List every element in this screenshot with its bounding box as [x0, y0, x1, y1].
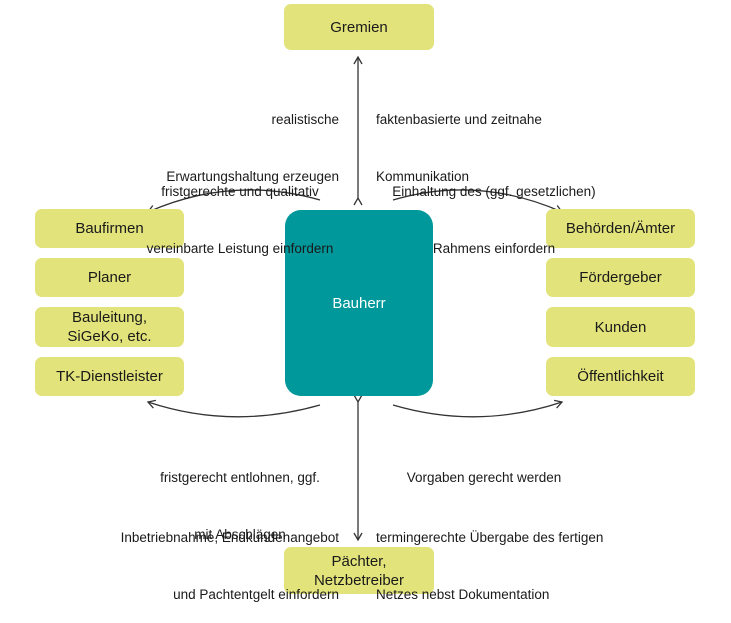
label-top-right-line1: faktenbasierte und zeitnahe: [376, 112, 542, 127]
box-oeffentlichkeit-label: Öffentlichkeit: [577, 368, 664, 385]
label-bottom-left: Inbetriebnahme, Endkundenangebot und Pac…: [121, 490, 339, 623]
box-paechter-line1: Pächter,: [331, 552, 387, 570]
label-bottom-right: termingerechte Übergabe des fertigen Net…: [376, 490, 603, 623]
box-kunden: Kunden: [546, 307, 695, 347]
label-lower-left: fristgerecht entlohnen, ggf. mit Abschlä…: [110, 430, 370, 563]
label-upper-left: fristgerechte und qualitativ vereinbarte…: [110, 144, 370, 277]
box-tk-dienstleister: TK-Dienstleister: [35, 357, 184, 396]
label-upper-right: Einhaltung des (ggf. gesetzlichen) Rahme…: [364, 144, 624, 277]
arrow-to-right-upper: [392, 189, 564, 214]
label-top-right-line2: Kommunikation: [376, 169, 470, 184]
box-baufirmen-label: Baufirmen: [75, 220, 144, 237]
label-bottom-left-line1: Inbetriebnahme, Endkundenangebot: [120, 530, 339, 545]
box-tk-dienstleister-label: TK-Dienstleister: [56, 368, 163, 385]
arrow-to-right-lower: [392, 399, 564, 418]
label-top-left-line1: realistische: [271, 112, 339, 127]
box-gremien-label: Gremien: [330, 18, 388, 36]
box-oeffentlichkeit: Öffentlichkeit: [546, 357, 695, 396]
box-paechter: Pächter, Netzbetreiber: [284, 547, 434, 594]
box-foerdergeber: Fördergeber: [546, 258, 695, 297]
label-bottom-left-line2: und Pachtentgelt einfordern: [173, 587, 339, 602]
label-upper-right-line1: Einhaltung des (ggf. gesetzlichen): [392, 184, 596, 199]
label-upper-left-line1: fristgerechte und qualitativ: [161, 184, 319, 199]
arrow-to-left-upper: [146, 189, 321, 214]
center-bauherr: Bauherr: [285, 210, 433, 396]
label-upper-right-line2: Rahmens einfordern: [432, 241, 556, 256]
label-lower-right-line1: Vorgaben gerecht werden: [406, 470, 562, 485]
box-bauleitung-line2: SiGeKo, etc.: [67, 328, 152, 345]
label-upper-left-line2: vereinbarte Leistung einfordern: [146, 241, 334, 256]
label-lower-left-line2: mit Abschlägen: [194, 527, 286, 542]
arrows-layer: [146, 55, 564, 542]
box-kunden-label: Kunden: [594, 318, 647, 336]
label-top-left: realistische Erwartungshaltung erzeugen: [166, 72, 339, 205]
box-bauleitung: Bauleitung, SiGeKo, etc.: [35, 307, 184, 347]
label-bottom-right-line2: Netzes nebst Dokumentation: [376, 587, 550, 602]
box-behoerden: Behörden/Ämter: [546, 209, 695, 248]
box-baufirmen: Baufirmen: [35, 209, 184, 248]
box-gremien: Gremien: [284, 4, 434, 50]
box-behoerden-label: Behörden/Ämter: [565, 220, 676, 237]
box-paechter-line2: Netzbetreiber: [313, 571, 405, 589]
center-bauherr-label: Bauherr: [332, 294, 386, 312]
box-planer-label: Planer: [87, 269, 132, 286]
box-foerdergeber-label: Fördergeber: [579, 269, 662, 286]
box-bauleitung-line1: Bauleitung,: [71, 309, 148, 326]
label-lower-left-line1: fristgerecht entlohnen, ggf.: [160, 470, 320, 485]
arrow-to-left-lower: [146, 399, 321, 418]
label-lower-right: Vorgaben gerecht werden: [364, 430, 604, 506]
label-top-left-line2: Erwartungshaltung erzeugen: [166, 169, 339, 184]
label-bottom-right-line1: termingerechte Übergabe des fertigen: [376, 530, 604, 545]
label-top-right: faktenbasierte und zeitnahe Kommunikatio…: [376, 72, 542, 205]
box-planer: Planer: [35, 258, 184, 297]
